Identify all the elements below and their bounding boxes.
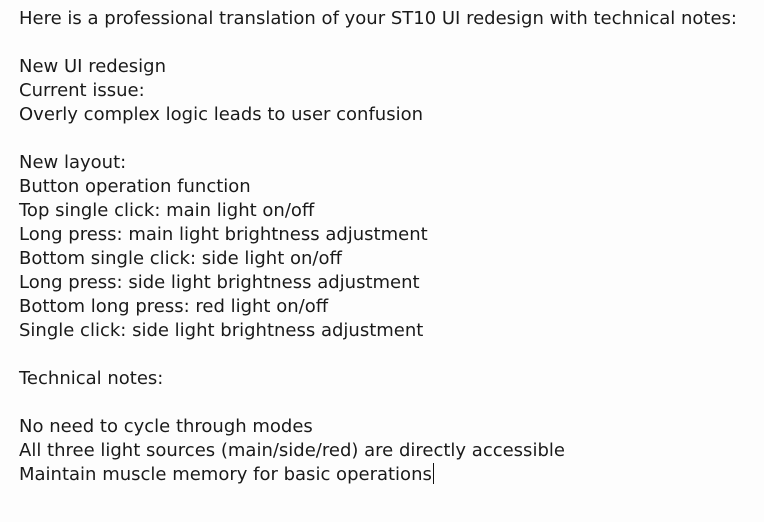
layout-label: New layout: <box>19 152 127 173</box>
layout-line: Top single click: main light on/off <box>19 200 315 221</box>
text-caret <box>432 463 434 484</box>
notes-line-text: Maintain muscle memory for basic operati… <box>19 464 432 485</box>
layout-line: Long press: side light brightness adjust… <box>19 272 420 293</box>
issue-label: Current issue: <box>19 80 145 101</box>
layout-line: Single click: side light brightness adju… <box>19 320 424 341</box>
layout-line: Bottom single click: side light on/off <box>19 248 342 269</box>
layout-line: Bottom long press: red light on/off <box>19 296 329 317</box>
layout-line: Long press: main light brightness adjust… <box>19 224 428 245</box>
notes-line: All three light sources (main/side/red) … <box>19 440 565 461</box>
notes-line-last: Maintain muscle memory for basic operati… <box>19 463 764 487</box>
notes-line: No need to cycle through modes <box>19 416 313 437</box>
blank-line <box>19 391 764 415</box>
blank-line <box>19 343 764 367</box>
blank-line <box>19 31 764 55</box>
heading-text: New UI redesign <box>19 56 166 77</box>
layout-line: Button operation function <box>19 176 251 197</box>
notes-label: Technical notes: <box>19 368 164 389</box>
blank-line <box>19 127 764 151</box>
intro-text: Here is a professional translation of yo… <box>19 8 737 29</box>
issue-text: Overly complex logic leads to user confu… <box>19 104 423 125</box>
